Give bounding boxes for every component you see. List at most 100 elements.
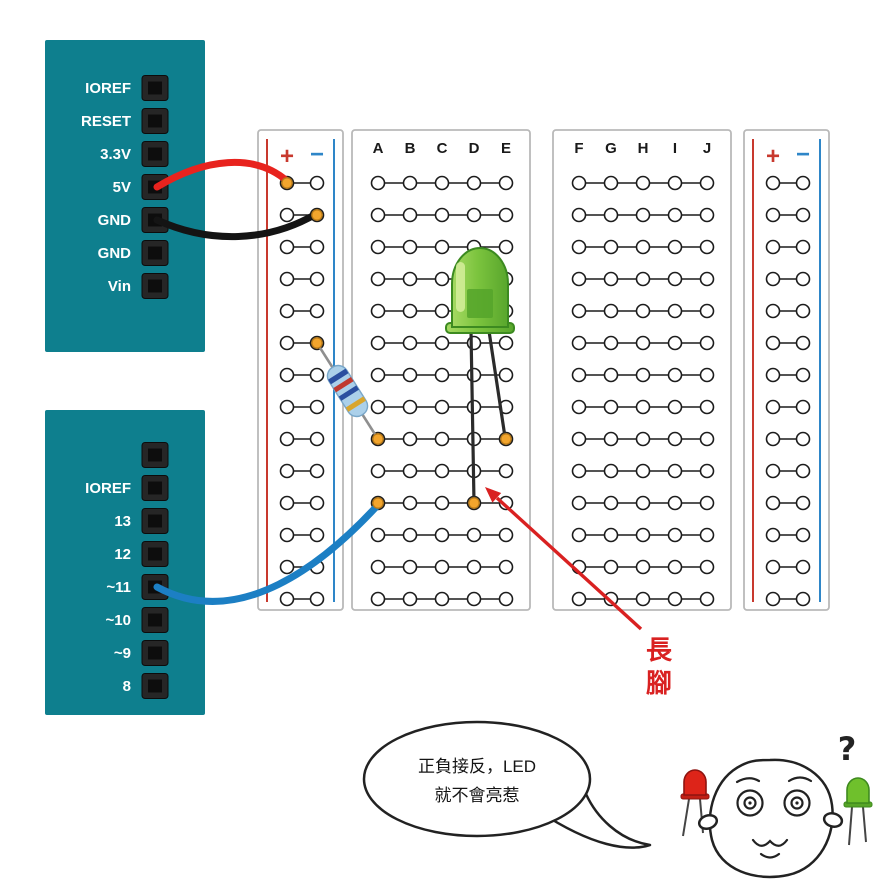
block-fj-holes [555, 167, 729, 613]
right-eye-pupil [795, 801, 799, 805]
led-dome [451, 247, 509, 328]
connection-dots [281, 177, 512, 509]
resistor-band-gold [345, 396, 367, 412]
left-eyebrow [735, 777, 761, 784]
led-long-leg [469, 329, 476, 504]
pin-label-9: ~9 [114, 645, 131, 662]
connection-dot-short-leg [500, 433, 512, 445]
connection-dot-resistor-bottom [372, 433, 384, 445]
annotation-arrow-head [485, 487, 502, 503]
mini-green-led-leg [862, 806, 867, 843]
question-mark: ? [838, 730, 857, 768]
column-label-c: C [437, 140, 448, 157]
column-label-b: B [405, 140, 416, 157]
right-rail-holes [748, 167, 826, 613]
pin-label-gnd1: GND [98, 212, 132, 229]
right-rail-plus: + [766, 143, 780, 170]
blue-jumper-wire [153, 502, 381, 605]
block-ae-holes [354, 167, 528, 613]
speech-text-line2: 就不會亮惹 [435, 786, 520, 805]
connection-dot-resistor-top [311, 337, 323, 349]
pin-socket-hole [148, 81, 162, 95]
annotation-text-line2: 腳 [646, 668, 672, 698]
left-rail-minus: − [310, 141, 324, 168]
lower-lip [759, 852, 781, 859]
annotation-text-line1: 長 [646, 635, 673, 665]
speech-text-line1: 正負接反，LED [418, 757, 536, 776]
mini-red-led-leg [682, 798, 690, 837]
mouth [751, 838, 789, 847]
mini-green-led [843, 777, 873, 846]
column-label-e: E [501, 140, 511, 157]
column-label-a: A [373, 140, 384, 157]
cartoon-character: ? [680, 730, 873, 879]
pin-socket-hole [148, 114, 162, 128]
column-label-h: H [638, 140, 649, 157]
led-highlight [456, 262, 465, 312]
red-jumper-wire [153, 158, 291, 191]
pin-label-vin: Vin [108, 278, 131, 295]
mini-red-led-dome [683, 769, 707, 796]
right-rail-minus: − [796, 141, 810, 168]
resistor-bands [327, 368, 367, 412]
resistor [315, 342, 380, 440]
pin-socket-hole [148, 279, 162, 293]
connection-dot-plus-rail [281, 177, 293, 189]
column-label-j: J [703, 140, 711, 157]
pin-label-13: 13 [114, 513, 131, 530]
pin-socket-hole [148, 147, 162, 161]
pin-socket-hole [148, 613, 162, 627]
column-label-i: I [673, 140, 677, 157]
connection-dot-minus-rail [311, 209, 323, 221]
left-hand [697, 813, 719, 831]
arduino-digital-header: IOREF 13 12 ~11 ~10 ~9 8 [45, 410, 205, 715]
pin-label-3v3: 3.3V [100, 146, 131, 163]
left-rail-holes [262, 167, 340, 613]
pin-label-5v: 5V [113, 179, 131, 196]
connection-dot-long-leg [468, 497, 480, 509]
mini-green-led-leg [848, 806, 853, 846]
pin-socket-hole [148, 246, 162, 260]
led-chip [467, 289, 493, 318]
connection-dot-blue-wire [372, 497, 384, 509]
speech-bubble: 正負接反，LED 就不會亮惹 [362, 720, 652, 849]
pin-socket-hole [148, 514, 162, 528]
pin-socket-hole [148, 646, 162, 660]
right-eyebrow [787, 776, 813, 783]
column-label-d: D [469, 140, 480, 157]
column-label-f: F [574, 140, 583, 157]
pin-socket-hole [148, 448, 162, 462]
column-label-g: G [605, 140, 617, 157]
pin-label-ioref: IOREF [85, 80, 131, 97]
power-pin-sockets [141, 75, 169, 299]
resistor-band-blue1 [327, 368, 349, 385]
mini-green-led-dome [846, 777, 870, 804]
resistor-band-blue2 [338, 385, 360, 401]
face-blob [708, 758, 834, 879]
eyes [736, 789, 811, 817]
pin-label-gnd2: GND [98, 245, 132, 262]
pin-socket-hole [148, 679, 162, 693]
digital-pin-sockets [141, 442, 169, 699]
annotation-arrow-line [495, 496, 643, 631]
pin-label-11: ~11 [106, 579, 131, 596]
right-hand [822, 812, 844, 828]
pin-socket-hole [148, 547, 162, 561]
pin-label-12: 12 [114, 546, 131, 563]
pin-label-8: 8 [123, 678, 131, 695]
black-jumper-wire [153, 210, 320, 241]
left-eye-pupil [748, 801, 752, 805]
pin-label-reset: RESET [81, 113, 131, 130]
speech-bubble-body [362, 720, 592, 838]
left-rail-plus: + [280, 143, 294, 170]
pin-label-10: ~10 [106, 612, 131, 629]
pin-label-ioref2: IOREF [85, 480, 131, 497]
mini-red-led [680, 769, 710, 837]
pin-socket-hole [148, 481, 162, 495]
led-short-leg [487, 329, 507, 439]
long-leg-annotation: 長 腳 [485, 487, 673, 698]
arduino-power-header: IOREF RESET 3.3V 5V GND GND Vin [45, 40, 205, 352]
resistor-band-red [333, 376, 354, 393]
